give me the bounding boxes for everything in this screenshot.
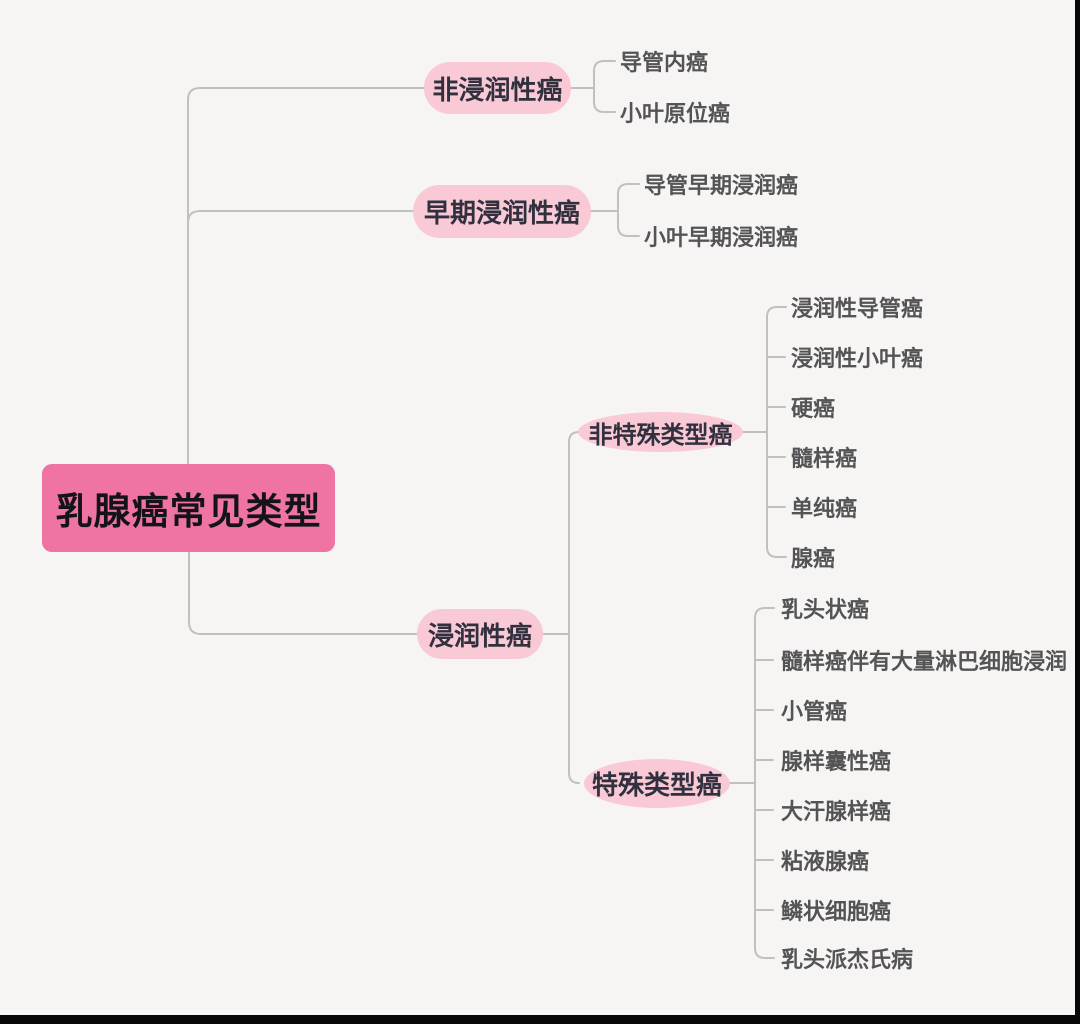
leaf-mucinous-adenocarcinoma: 粘液腺癌	[781, 849, 870, 874]
leaf-invasive-lobular-carcinoma: 浸润性小叶癌	[791, 346, 924, 371]
connector-b2-bracket	[617, 183, 640, 237]
leaf-lobular-carcinoma-in-situ: 小叶原位癌	[620, 101, 731, 126]
leaf-adenocarcinoma: 腺癌	[791, 546, 836, 571]
leaf-papillary-carcinoma: 乳头状癌	[781, 597, 870, 622]
leaf-apocrine-carcinoma: 大汗腺样癌	[781, 799, 892, 824]
connector-branch-invasive	[188, 550, 418, 635]
subbranch-node-special-type: 特殊类型癌	[584, 759, 730, 808]
leaf-tubular-carcinoma: 小管癌	[781, 699, 848, 724]
branch-node-early-invasive: 早期浸润性癌	[413, 185, 591, 238]
frame-edge-right	[1075, 0, 1080, 1024]
root-node-breast-cancer-types: 乳腺癌常见类型	[42, 464, 335, 552]
leaf-ductal-early-invasive: 导管早期浸润癌	[644, 173, 799, 198]
leaf-lobular-early-invasive: 小叶早期浸润癌	[644, 225, 799, 250]
leaf-simple-carcinoma: 单纯癌	[791, 496, 858, 521]
branch-node-non-invasive: 非浸润性癌	[424, 62, 571, 114]
connector-branch-non-invasive	[187, 87, 425, 468]
leaf-invasive-ductal-carcinoma: 浸润性导管癌	[791, 296, 924, 321]
branch-node-invasive: 浸润性癌	[417, 609, 543, 659]
connector-e1-bracket	[766, 306, 787, 558]
leaf-pagets-disease: 乳头派杰氏病	[781, 947, 914, 972]
leaf-medullary-with-lymphocytes: 髓样癌伴有大量淋巴细胞浸润	[781, 649, 1068, 674]
connector-e2-bracket	[754, 607, 775, 959]
leaf-scirrhous-carcinoma: 硬癌	[791, 396, 836, 421]
connector-branch-early-invasive	[187, 210, 414, 468]
subbranch-node-non-special-type: 非特殊类型癌	[578, 412, 743, 452]
frame-edge-bottom	[0, 1015, 1080, 1024]
leaf-adenoid-cystic-carcinoma: 腺样囊性癌	[781, 749, 892, 774]
leaf-medullary-carcinoma: 髓样癌	[791, 446, 858, 471]
leaf-squamous-cell-carcinoma: 鳞状细胞癌	[781, 899, 892, 924]
connector-b1-bracket	[593, 60, 616, 113]
leaf-intraductal-carcinoma: 导管内癌	[620, 50, 709, 75]
connector-subtrunk	[568, 431, 580, 784]
